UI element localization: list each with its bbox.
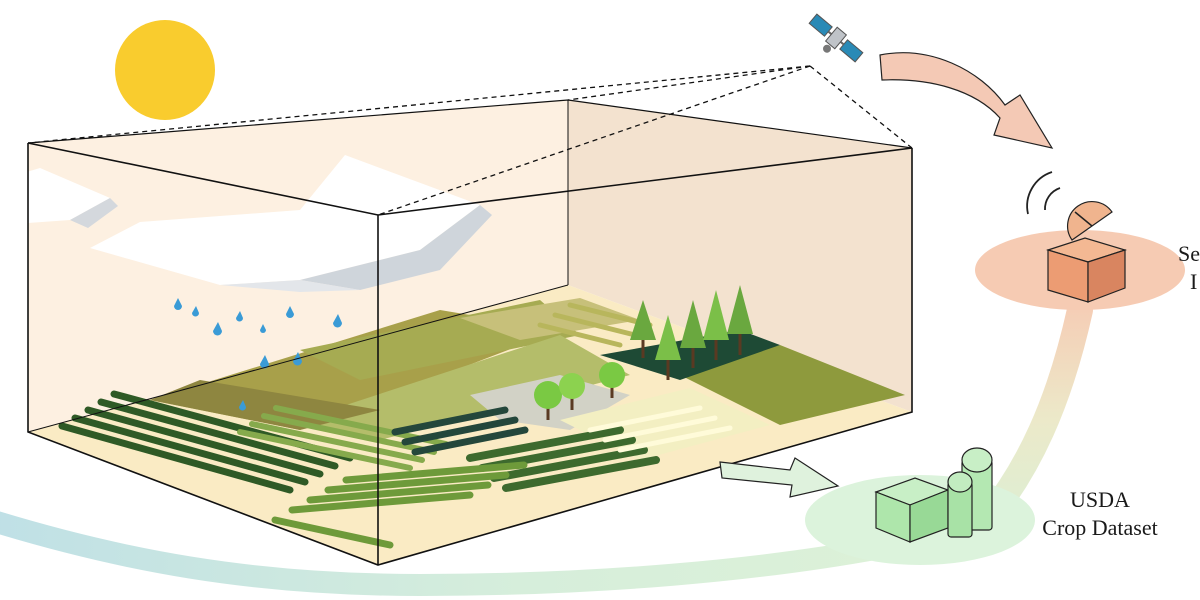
round-trees: [534, 362, 625, 420]
data-flow-band: [0, 511, 891, 597]
downlink-arrow: [879, 52, 1054, 149]
satellite-label-line1: Se: [1178, 241, 1200, 266]
box-right-wall: [568, 100, 912, 412]
satellite-label: Se I: [1178, 240, 1200, 296]
crop-rows-light: [237, 405, 449, 471]
satellite-icon: [808, 13, 864, 63]
ground-station-icon: [1026, 171, 1128, 303]
database-icon: [874, 447, 993, 543]
rain-drops: [174, 298, 342, 411]
satellite-label-line2: I: [1190, 269, 1198, 294]
crop-rows-darkgreen: [391, 406, 529, 456]
conifer-trees: [630, 285, 753, 380]
usda-label-line1: USDA: [1070, 487, 1130, 512]
satellite-label-clip: Se I: [1178, 240, 1200, 300]
field-patch: [600, 330, 780, 380]
field-patch: [680, 345, 905, 425]
sun-icon: [115, 20, 215, 120]
field-patch: [460, 298, 640, 340]
cloud-main: [90, 155, 492, 292]
usda-label-line2: Crop Dataset: [1042, 515, 1158, 540]
usda-label: USDA Crop Dataset: [1030, 486, 1170, 542]
export-arrow: [719, 457, 840, 498]
field-patch: [300, 335, 630, 440]
satellite-view-lines: [27, 65, 913, 216]
crop-rows-cream: [587, 405, 733, 453]
crop-rows-front: [271, 461, 528, 549]
